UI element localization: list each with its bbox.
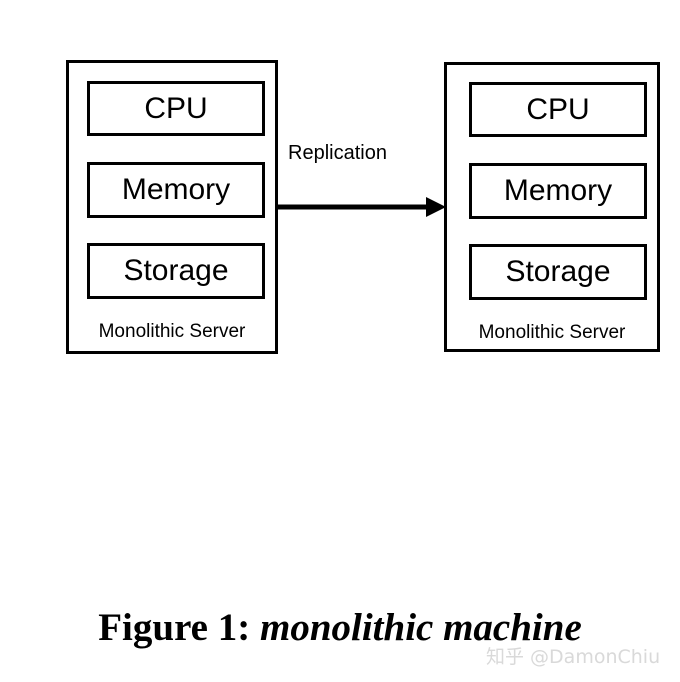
component-box-memory-right: Memory <box>469 163 647 219</box>
figure-caption-prefix: Figure 1: <box>98 606 251 649</box>
component-label-cpu-left: CPU <box>144 91 208 125</box>
component-label-storage-right: Storage <box>505 255 611 288</box>
component-label-cpu-right: CPU <box>526 92 590 126</box>
monolithic-server-left: CPU Memory Storage Monolithic Server <box>66 60 278 354</box>
component-label-storage-left: Storage <box>123 254 229 287</box>
component-box-storage-right: Storage <box>469 244 647 300</box>
component-box-memory-left: Memory <box>87 162 265 218</box>
server-caption-right: Monolithic Server <box>478 322 626 343</box>
component-box-cpu-left: CPU <box>87 81 265 136</box>
component-label-memory-left: Memory <box>121 173 231 206</box>
replication-edge-label: Replication <box>288 142 387 164</box>
monolithic-server-right: CPU Memory Storage Monolithic Server <box>444 62 660 352</box>
component-box-cpu-right: CPU <box>469 82 647 137</box>
component-label-memory-right: Memory <box>503 174 613 207</box>
server-caption-left: Monolithic Server <box>98 321 246 342</box>
component-box-storage-left: Storage <box>87 243 265 299</box>
watermark-text: 知乎 @DamonChiu <box>486 646 661 668</box>
figure-caption: Figure 1: monolithic machine <box>0 606 680 651</box>
figure-caption-emphasis: monolithic machine <box>259 606 582 649</box>
replication-arrow-icon <box>276 197 446 217</box>
